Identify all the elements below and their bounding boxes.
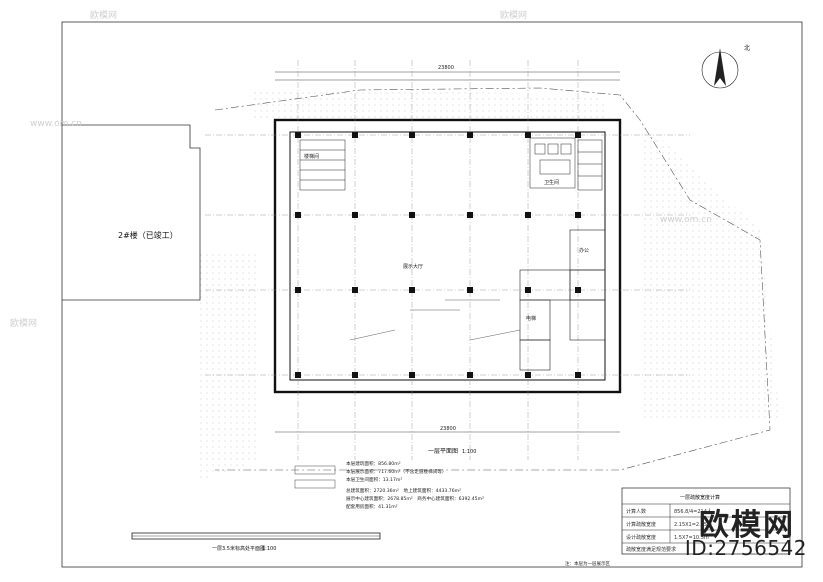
north-label: 北 (744, 44, 750, 52)
svg-text:疏散宽度满足规范要求: 疏散宽度满足规范要求 (626, 546, 676, 553)
plan-title: 一层平面图 (428, 448, 458, 455)
site-paving-right (640, 120, 780, 420)
watermark-logo: 欧模网 (699, 508, 795, 543)
neighbor-building-outline (62, 124, 201, 301)
svg-text:展示中心建筑面积：2678.85m² 商务中心建筑面积：63: 展示中心建筑面积：2678.85m² 商务中心建筑面积：6392.45m² (346, 495, 484, 502)
sheet-border (61, 21, 803, 568)
section-scale: 1:100 (262, 546, 276, 552)
building-outer-wall (273, 118, 622, 394)
svg-text:1.5X7=10.5m: 1.5X7=10.5m (674, 535, 709, 541)
section-strip (131, 532, 381, 540)
watermark-pattern: 欧模网 欧模网 欧模网 www.om.cn www.om.cn (10, 9, 712, 329)
hall-label: 展示大厅 (403, 263, 423, 270)
annotation-leaders (349, 299, 521, 341)
svg-text:本层卫生间面积：13.17m²: 本层卫生间面积：13.17m² (346, 476, 402, 483)
site-paving-top (250, 88, 610, 120)
right-rooms (519, 229, 606, 371)
svg-text:计算疏散宽度: 计算疏散宽度 (626, 521, 656, 528)
building-inner-wall (289, 131, 606, 381)
svg-text:欧模网: 欧模网 (90, 9, 117, 21)
svg-text:欧模网: 欧模网 (500, 9, 527, 21)
legend-marks (294, 465, 336, 489)
bottom-note: 注：本层为一层展示区 (565, 560, 610, 567)
site-paving-left (200, 250, 260, 480)
svg-text:总建筑面积：2720.36m² 地上建筑面积：4433.76: 总建筑面积：2720.36m² 地上建筑面积：4433.76m² (346, 487, 461, 494)
watermark-id: ID:2756542 (684, 536, 807, 560)
property-line (214, 87, 771, 471)
wc-label: 卫生间 (544, 179, 559, 186)
office-label: 办公 (579, 247, 589, 254)
table-title: 一层疏散宽度计算 (680, 494, 720, 501)
dim-overall-bottom: 23800 (440, 426, 456, 432)
area-stats: 本层建筑面积：856.80m² 本层展示面积：717.60m²（不含走道楼梯间等… (346, 460, 484, 510)
table-rows: 计算人数 856.8/4=214人 计算疏散宽度 2.15X1=2.15m 设计… (626, 508, 712, 553)
wc-block (529, 137, 603, 191)
svg-text:www.om.cn: www.om.cn (30, 119, 82, 129)
svg-text:2.15X1=2.15m: 2.15X1=2.15m (674, 522, 712, 528)
structural-columns (295, 132, 581, 378)
stair-label-left: 楼梯间 (304, 153, 319, 160)
svg-text:欧模网: 欧模网 (10, 317, 37, 329)
svg-text:本层建筑面积：856.80m²: 本层建筑面积：856.80m² (346, 460, 401, 467)
svg-text:www.om.cn: www.om.cn (660, 215, 712, 225)
section-caption: 一层3.5米标高处平面图 (212, 545, 265, 552)
svg-text:设计疏散宽度: 设计疏散宽度 (626, 534, 656, 541)
svg-text:计算人数: 计算人数 (626, 508, 646, 515)
evacuation-table (621, 487, 791, 555)
elevator-label: 电梯 (526, 315, 536, 322)
stair-top-left (299, 139, 346, 191)
plan-scale: 1:100 (462, 449, 476, 455)
svg-text:配套用房面积：41.31m²: 配套用房面积：41.31m² (346, 503, 398, 510)
svg-text:本层展示面积：717.60m²（不含走道楼梯间等）: 本层展示面积：717.60m²（不含走道楼梯间等） (346, 468, 447, 475)
dim-overall-top: 23800 (438, 65, 454, 71)
north-arrow (701, 48, 739, 89)
neighbor-building-label: 2#楼（已竣工） (118, 230, 178, 240)
grid-columns (205, 60, 690, 460)
svg-text:856.8/4=214人: 856.8/4=214人 (674, 509, 712, 515)
